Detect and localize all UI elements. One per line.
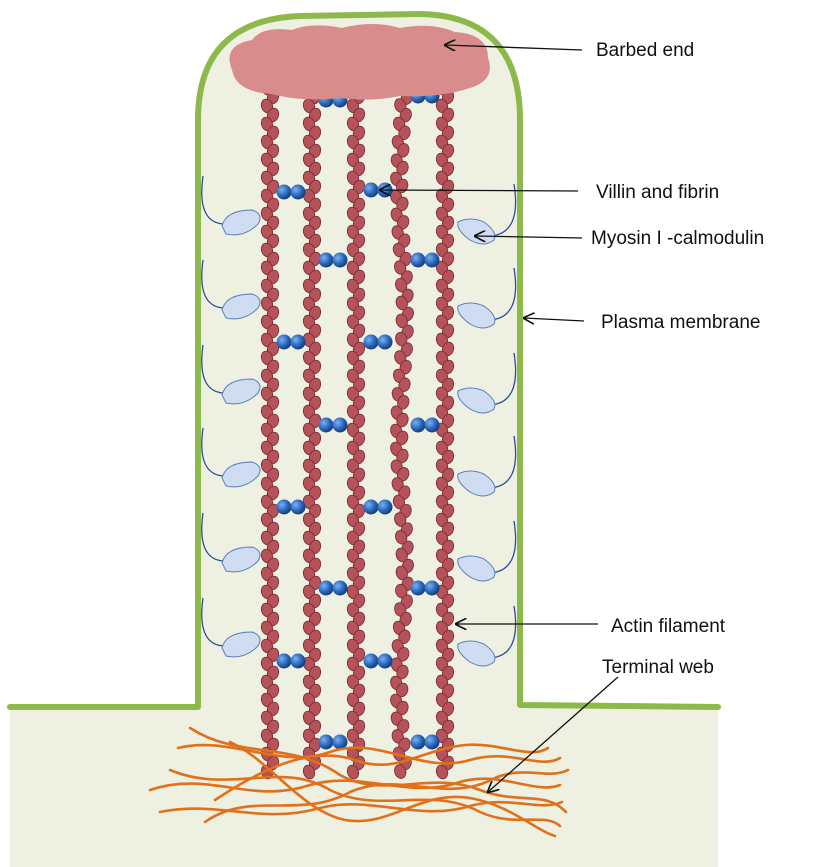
arrow-plasma-membrane bbox=[524, 318, 584, 321]
barbed-end-cap bbox=[230, 24, 490, 100]
label-plasma-membrane: Plasma membrane bbox=[601, 312, 760, 333]
label-myosin-calmodulin: Myosin I -calmodulin bbox=[591, 228, 764, 249]
label-villin-fibrin: Villin and fibrin bbox=[596, 182, 719, 203]
label-actin-filament: Actin filament bbox=[611, 616, 726, 637]
label-terminal-web: Terminal web bbox=[602, 657, 714, 678]
label-barbed-end: Barbed end bbox=[596, 40, 694, 61]
